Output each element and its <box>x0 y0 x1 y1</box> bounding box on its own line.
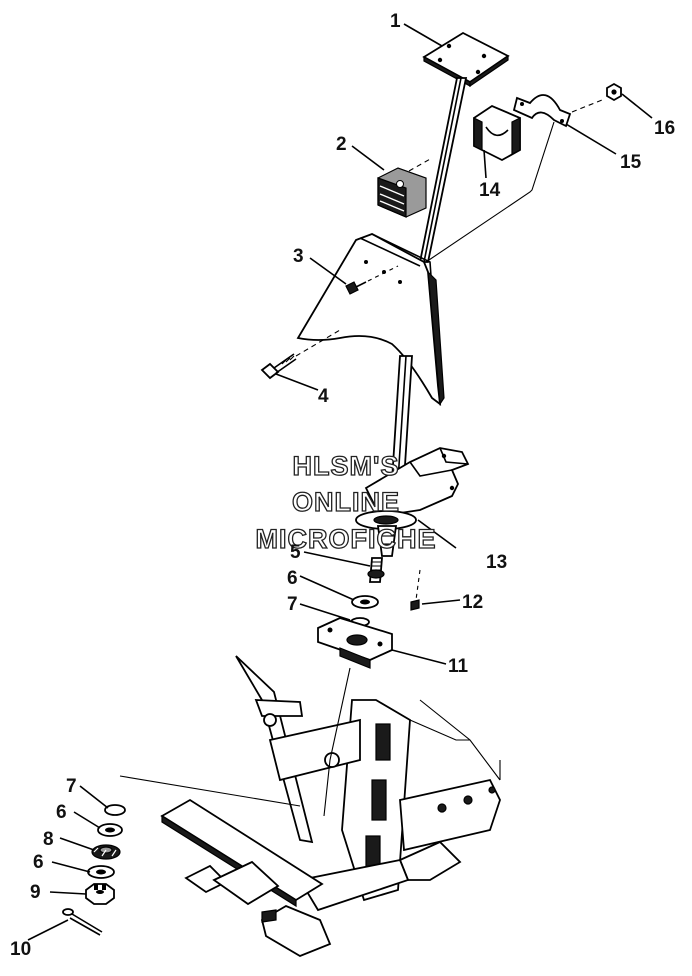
part-6-washer-mid <box>97 823 123 837</box>
part-1-mount-plate-column <box>418 31 510 263</box>
callout-12: 12 <box>462 592 483 613</box>
part-4-bolt <box>260 329 341 380</box>
part-8-spring-washer <box>91 844 121 860</box>
callout-7-upper: 7 <box>287 594 298 615</box>
callout-14: 14 <box>479 180 501 201</box>
callout-15: 15 <box>620 152 642 173</box>
callout-16: 16 <box>654 118 675 139</box>
part-3-screw <box>345 265 399 295</box>
callout-11: 11 <box>448 656 469 677</box>
chassis-frame <box>119 655 501 957</box>
callout-5: 5 <box>290 542 301 563</box>
callout-6-upper: 6 <box>287 568 298 589</box>
watermark-line-1: HLSM'S <box>293 451 400 481</box>
part-15-clamp <box>512 94 603 128</box>
watermark-line-3: MICROFICHE <box>256 524 437 554</box>
callout-7-lower: 7 <box>66 776 77 797</box>
part-12-screw <box>410 569 461 611</box>
part-11-pivot-block <box>317 617 447 669</box>
watermark: HLSM'S ONLINE MICROFICHE <box>255 450 437 554</box>
callout-9: 9 <box>30 882 41 903</box>
part-5-shaft-end <box>367 557 385 583</box>
leader-lines <box>27 23 653 941</box>
part-16-nut <box>606 82 622 102</box>
callout-2: 2 <box>336 134 347 155</box>
part-2-block <box>377 157 433 218</box>
watermark-line-2: ONLINE <box>292 487 400 517</box>
callout-4: 4 <box>318 386 329 407</box>
part-14-saddle-bracket <box>473 104 521 162</box>
part-6-washer-upper <box>351 595 379 609</box>
callout-13: 13 <box>486 552 507 573</box>
callout-3: 3 <box>293 246 304 267</box>
callout-1: 1 <box>390 11 401 32</box>
upper-bracket-plate <box>364 447 470 517</box>
part-9-castle-nut <box>85 883 115 905</box>
callout-6-lower: 6 <box>33 852 44 873</box>
part-7-ring-lower <box>104 804 126 816</box>
part-6-washer-lower <box>87 865 115 879</box>
part-13-collar <box>355 510 457 557</box>
callout-8: 8 <box>43 829 54 850</box>
callout-6-mid: 6 <box>56 802 67 823</box>
callout-10: 10 <box>10 939 31 960</box>
gear-housing-panel <box>296 121 555 406</box>
callout-labels: 1 2 3 4 5 6 7 11 12 13 14 15 16 7 6 8 6 … <box>10 11 675 960</box>
part-10-cotter-pin <box>62 908 103 936</box>
